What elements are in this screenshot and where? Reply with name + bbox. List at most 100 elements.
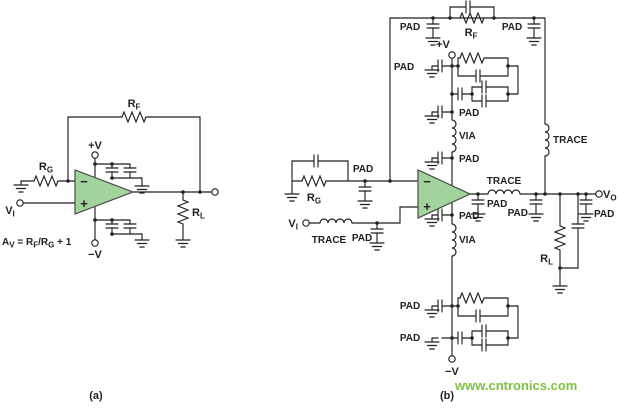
label-pad: PAD bbox=[459, 108, 479, 119]
ground-icon bbox=[526, 33, 542, 46]
circuit-b: − + PAD PAD PAD PAD PAD PAD PAD PAD PAD … bbox=[284, 0, 617, 402]
label-pad: PAD bbox=[502, 22, 522, 33]
resistor-rl-a bbox=[177, 199, 189, 225]
label-rl-b: RL bbox=[540, 253, 553, 267]
opamp-a bbox=[74, 169, 135, 215]
rl-parallel-capacitor bbox=[571, 223, 585, 229]
caption-b: (b) bbox=[440, 390, 454, 402]
trace-inductor-feedback bbox=[544, 123, 550, 157]
label-pad: PAD bbox=[594, 209, 614, 220]
via-inductor-pos bbox=[451, 119, 457, 153]
label-via: VIA bbox=[459, 235, 476, 246]
bypass-capacitor bbox=[123, 167, 137, 173]
opamp-b bbox=[417, 169, 472, 219]
via-inductor-neg bbox=[451, 223, 457, 257]
pad-capacitor bbox=[529, 199, 543, 205]
decoupling-capacitor bbox=[481, 324, 487, 338]
label-pad: PAD bbox=[353, 164, 373, 175]
input-terminal bbox=[16, 199, 24, 207]
bypass-capacitor bbox=[105, 223, 119, 229]
decoupling-capacitor bbox=[481, 94, 487, 108]
ground-icon bbox=[424, 157, 440, 170]
resistor-rf-b bbox=[459, 12, 485, 24]
ground-icon bbox=[424, 214, 440, 227]
label-pad: PAD bbox=[394, 62, 414, 73]
bypass-capacitor bbox=[105, 167, 119, 173]
output-terminal bbox=[211, 188, 219, 196]
noninverting-input-sign: + bbox=[80, 196, 88, 211]
label-vminus-a: −V bbox=[88, 249, 102, 261]
trace-inductor-output bbox=[487, 189, 521, 195]
junction-dots bbox=[66, 16, 588, 340]
ground-icon bbox=[424, 111, 440, 124]
label-rf-a: RF bbox=[128, 98, 141, 112]
input-terminal bbox=[302, 219, 310, 227]
feedback-capacitor bbox=[465, 0, 471, 14]
label-pad: PAD bbox=[352, 233, 372, 244]
label-vminus-b: −V bbox=[445, 366, 459, 378]
label-pad: PAD bbox=[459, 154, 479, 165]
decoupling-capacitor bbox=[481, 338, 487, 352]
pad-capacitor bbox=[579, 199, 593, 205]
gain-formula: AV = RF/RG + 1 bbox=[2, 237, 72, 250]
decoupling-capacitor bbox=[475, 309, 481, 323]
inverting-input-sign: − bbox=[423, 174, 431, 189]
decoupling-capacitor bbox=[475, 69, 481, 83]
caption-a: (a) bbox=[89, 390, 103, 402]
ground-icon bbox=[424, 65, 440, 78]
resistor-rf-a bbox=[121, 111, 147, 123]
label-pad: PAD bbox=[400, 301, 420, 312]
supply-pos-terminal bbox=[448, 51, 456, 59]
ground-icon bbox=[578, 209, 594, 222]
label-rl-a: RL bbox=[192, 207, 205, 221]
label-trace: TRACE bbox=[487, 176, 522, 187]
ground-icon bbox=[552, 281, 568, 294]
resistor-rg-b bbox=[301, 175, 327, 187]
bypass-capacitor bbox=[123, 223, 137, 229]
output-terminal bbox=[595, 190, 603, 198]
label-pad: PAD bbox=[400, 22, 420, 33]
pad-capacitor bbox=[370, 228, 384, 234]
label-vplus-b: +V bbox=[436, 39, 450, 51]
label-via: VIA bbox=[459, 131, 476, 142]
label-vi-b: VI bbox=[288, 218, 298, 232]
resistor-esr-neg bbox=[459, 292, 485, 304]
label-vo-b: VO bbox=[603, 189, 617, 203]
pad-capacitor bbox=[426, 23, 440, 29]
ground-icon bbox=[357, 196, 373, 209]
circuit-a: − + RG RF VI +V −V RL AV = RF/RG + 1 (a) bbox=[2, 98, 219, 402]
label-vi-a: VI bbox=[5, 205, 15, 219]
resistor-rg-a bbox=[33, 175, 59, 187]
trace-inductor-input bbox=[319, 218, 353, 224]
supply-neg-terminal bbox=[448, 355, 456, 363]
label-trace: TRACE bbox=[312, 235, 347, 246]
resistor-esr-pos bbox=[459, 52, 485, 64]
ground-icon bbox=[175, 235, 191, 248]
decoupling-capacitor bbox=[481, 80, 487, 94]
label-pad: PAD bbox=[487, 199, 507, 210]
ground-icon bbox=[284, 189, 300, 202]
label-pad: PAD bbox=[400, 333, 420, 344]
label-rg-a: RG bbox=[39, 161, 53, 175]
label-vplus-a: +V bbox=[88, 140, 102, 152]
ground-icon bbox=[134, 235, 150, 248]
label-trace: TRACE bbox=[553, 135, 588, 146]
resistor-rl-b bbox=[554, 225, 566, 251]
supply-neg-terminal bbox=[91, 239, 99, 247]
ground-icon bbox=[424, 337, 440, 350]
circuit-a-wires bbox=[20, 116, 213, 241]
pad-capacitor bbox=[471, 199, 485, 205]
ground-icon bbox=[424, 305, 440, 318]
decoupling-capacitor bbox=[457, 331, 463, 345]
watermark: www.cntronics.com bbox=[454, 378, 577, 393]
label-pad: PAD bbox=[508, 208, 528, 219]
ground-icon bbox=[13, 180, 29, 193]
label-rf-b: RF bbox=[465, 27, 478, 41]
decoupling-capacitor bbox=[457, 87, 463, 101]
rg-parallel-capacitor bbox=[313, 154, 319, 168]
supply-pos-terminal bbox=[91, 151, 99, 159]
inverting-input-sign: − bbox=[80, 174, 88, 189]
pad-capacitor bbox=[358, 186, 372, 192]
